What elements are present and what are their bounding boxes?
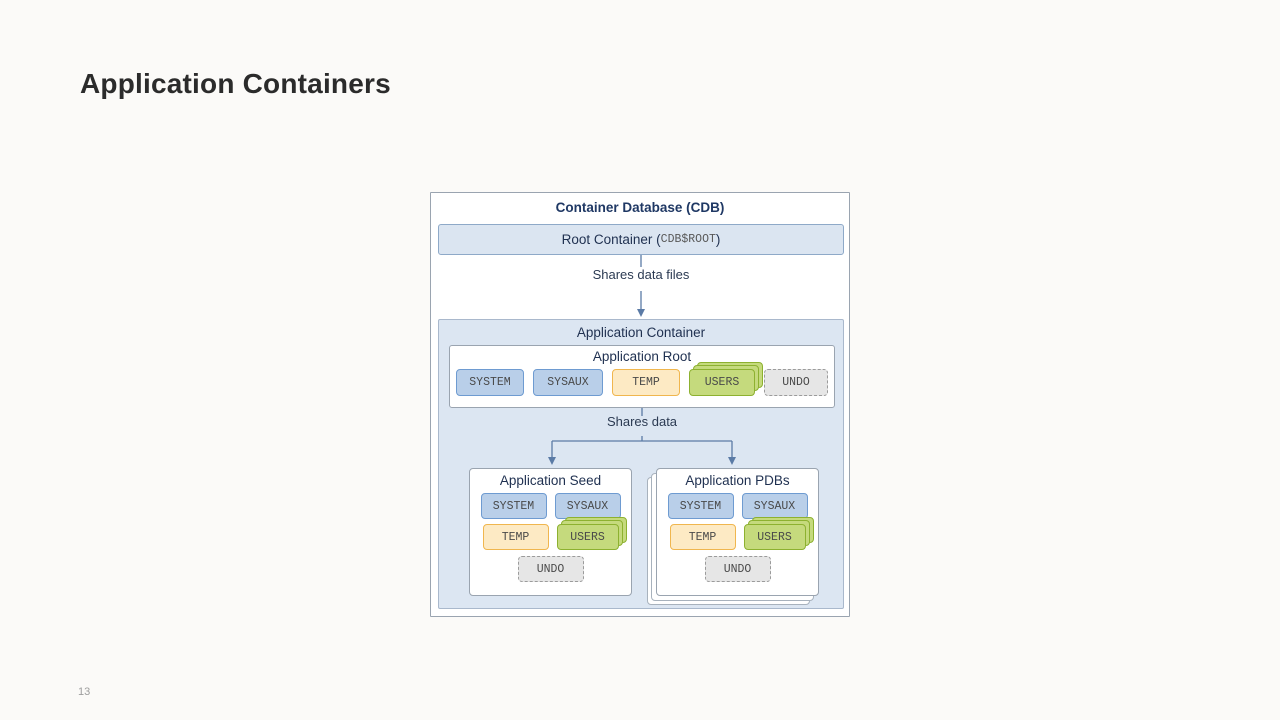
tablespace-users: USERS	[689, 369, 755, 396]
application-root-tablespace-row: SYSTEM SYSAUX TEMP USERS UNDO	[450, 362, 834, 396]
tablespace-sysaux-label: SYSAUX	[566, 499, 609, 513]
tablespace-sysaux-label: SYSAUX	[547, 376, 589, 389]
page-number: 13	[78, 686, 91, 698]
application-seed-wrap: Application Seed SYSTEM SYSAUX TEMP	[469, 468, 632, 596]
tablespace-sysaux: SYSAUX	[741, 493, 808, 519]
tablespace-users: USERS	[743, 524, 806, 550]
page-title: Application Containers	[80, 68, 391, 99]
tablespace-sysaux: SYSAUX	[533, 369, 603, 396]
container-database-frame: Container Database (CDB) Root Container …	[430, 192, 850, 617]
application-seed-row-3: UNDO	[470, 556, 631, 582]
root-container-box: Root Container (CDB$ROOT)	[438, 224, 844, 255]
child-containers-row: Application Seed SYSTEM SYSAUX TEMP	[469, 468, 819, 605]
tablespace-undo: UNDO	[517, 556, 584, 582]
tablespace-system: SYSTEM	[456, 369, 524, 396]
application-seed-title: Application Seed	[499, 473, 602, 488]
tablespace-undo-label: UNDO	[536, 562, 565, 576]
root-container-label-close: )	[715, 232, 721, 247]
application-pdbs-row-2: TEMP USERS	[657, 517, 818, 550]
connector-shares-data-files: Shares data files	[431, 255, 851, 318]
root-container-label: Root Container (	[561, 232, 661, 247]
tablespace-users-label: USERS	[757, 530, 792, 544]
tablespace-users: USERS	[556, 524, 619, 550]
tablespace-users-stack: USERS	[556, 517, 627, 550]
cdb-title: Container Database (CDB)	[555, 200, 725, 215]
application-root-card: Application Root SYSTEM SYSAUX TEMP USER…	[449, 345, 835, 408]
tablespace-users-label: USERS	[704, 376, 740, 389]
application-container-title: Application Container	[576, 325, 706, 340]
tablespace-system-label: SYSTEM	[492, 499, 535, 513]
tablespace-sysaux: SYSAUX	[554, 493, 621, 519]
tablespace-temp-label: TEMP	[632, 376, 660, 389]
application-pdbs-wrap: Application PDBs SYSTEM SYSAUX TEMP	[647, 468, 819, 605]
tablespace-temp: TEMP	[482, 524, 549, 550]
application-seed-row-2: TEMP USERS	[470, 517, 631, 550]
application-pdbs-title: Application PDBs	[685, 473, 790, 488]
tablespace-system-label: SYSTEM	[679, 499, 722, 513]
tablespace-users-stack: USERS	[689, 362, 763, 396]
tablespace-system: SYSTEM	[667, 493, 734, 519]
connector-shares-data-files-label: Shares data files	[592, 267, 690, 282]
application-pdbs-row-3: UNDO	[657, 556, 818, 582]
application-seed-card: Application Seed SYSTEM SYSAUX TEMP	[469, 468, 632, 596]
application-pdbs-card: Application PDBs SYSTEM SYSAUX TEMP	[656, 468, 819, 596]
connector-shares-data-arrow	[548, 408, 736, 465]
application-seed-row-1: SYSTEM SYSAUX	[470, 493, 631, 519]
tablespace-temp: TEMP	[612, 369, 680, 396]
tablespace-system-label: SYSTEM	[469, 376, 511, 389]
tablespace-users-label: USERS	[570, 530, 605, 544]
tablespace-system: SYSTEM	[480, 493, 547, 519]
root-container-name: CDB$ROOT	[660, 233, 716, 246]
tablespace-users-stack: USERS	[743, 517, 814, 550]
application-container-box: Application Container Application Root S…	[438, 319, 844, 609]
connector-shares-data-label: Shares data	[606, 414, 678, 429]
tablespace-temp-label: TEMP	[501, 530, 530, 544]
tablespace-undo-label: UNDO	[782, 376, 810, 389]
tablespace-undo: UNDO	[764, 369, 828, 396]
tablespace-temp: TEMP	[669, 524, 736, 550]
tablespace-undo: UNDO	[704, 556, 771, 582]
tablespace-undo-label: UNDO	[723, 562, 752, 576]
application-root-title: Application Root	[592, 349, 692, 364]
application-pdbs-row-1: SYSTEM SYSAUX	[657, 493, 818, 519]
tablespace-temp-label: TEMP	[688, 530, 717, 544]
tablespace-sysaux-label: SYSAUX	[753, 499, 796, 513]
connector-shares-data-files-arrow	[637, 255, 645, 317]
connector-shares-data: Shares data	[439, 408, 845, 466]
